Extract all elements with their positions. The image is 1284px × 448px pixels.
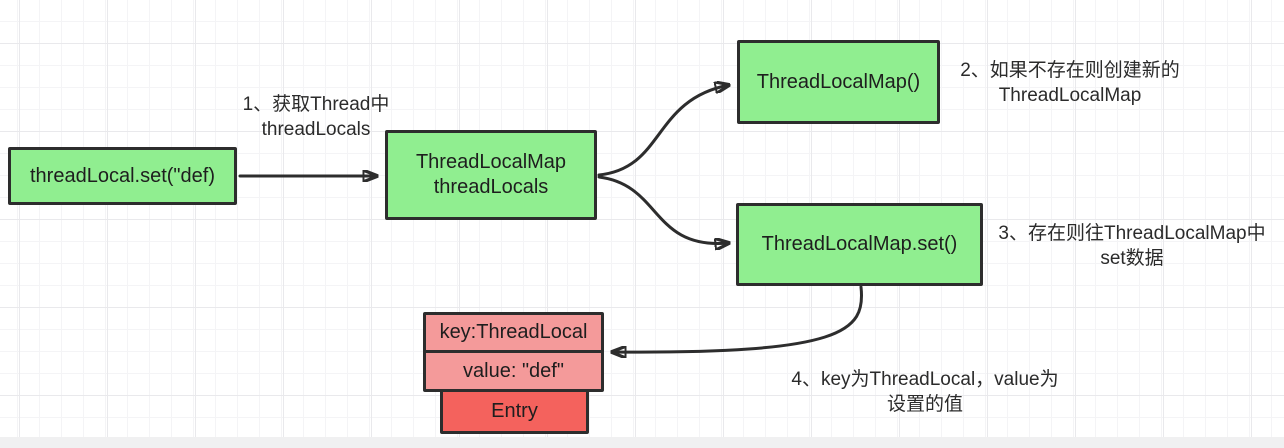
annotation-step4: 4、key为ThreadLocal，value为 设置的值 (770, 367, 1080, 417)
annotation-step1-line1: 1、获取Thread中 (242, 94, 390, 115)
node-threadlocalmap-set-label: ThreadLocalMap.set() (761, 233, 958, 255)
annotation-step2: 2、如果不存在则创建新的 ThreadLocalMap (930, 58, 1210, 108)
annotation-step1-line2: threadLocals (261, 119, 371, 140)
annotation-step2-line2: ThreadLocalMap (998, 85, 1142, 106)
node-threadlocalmap-constructor: ThreadLocalMap() (737, 40, 940, 124)
annotation-step2-line1: 2、如果不存在则创建新的 (960, 60, 1180, 81)
arrow-threadlocals-to-ctor (597, 85, 729, 177)
entry-key-box: key:ThreadLocal (423, 312, 604, 353)
node-threadlocalmap-set: ThreadLocalMap.set() (736, 203, 983, 286)
node-threadlocals-map-line1: ThreadLocalMap (415, 151, 567, 173)
entry-footer-label: Entry (491, 400, 538, 422)
arrow-threadlocals-to-set (597, 175, 729, 244)
entry-footer-box: Entry (440, 389, 589, 434)
canvas-bottom-edge (0, 437, 1284, 448)
annotation-step4-line2: 设置的值 (886, 394, 963, 415)
annotation-step1: 1、获取Thread中 threadLocals (166, 92, 466, 142)
entry-key-label: key:ThreadLocal (439, 321, 588, 343)
node-threadlocals-map-line2: threadLocals (433, 176, 549, 198)
annotation-step3-line1: 3、存在则往ThreadLocalMap中 (998, 223, 1266, 244)
annotation-step4-line1: 4、key为ThreadLocal，value为 (791, 369, 1059, 390)
arrow-set-to-entry (612, 285, 864, 352)
node-threadlocal-set-call-label: threadLocal.set("def) (30, 164, 215, 187)
entry-value-box: value: "def" (423, 350, 604, 392)
node-threadlocal-set-call: threadLocal.set("def) (8, 147, 237, 205)
node-threadlocalmap-constructor-label: ThreadLocalMap() (756, 70, 921, 93)
entry-value-label: value: "def" (463, 359, 564, 382)
node-threadlocals-map: ThreadLocalMap threadLocals (385, 130, 597, 220)
annotation-step3-line2: set数据 (1100, 248, 1164, 269)
annotation-step3: 3、存在则往ThreadLocalMap中 set数据 (980, 221, 1284, 271)
